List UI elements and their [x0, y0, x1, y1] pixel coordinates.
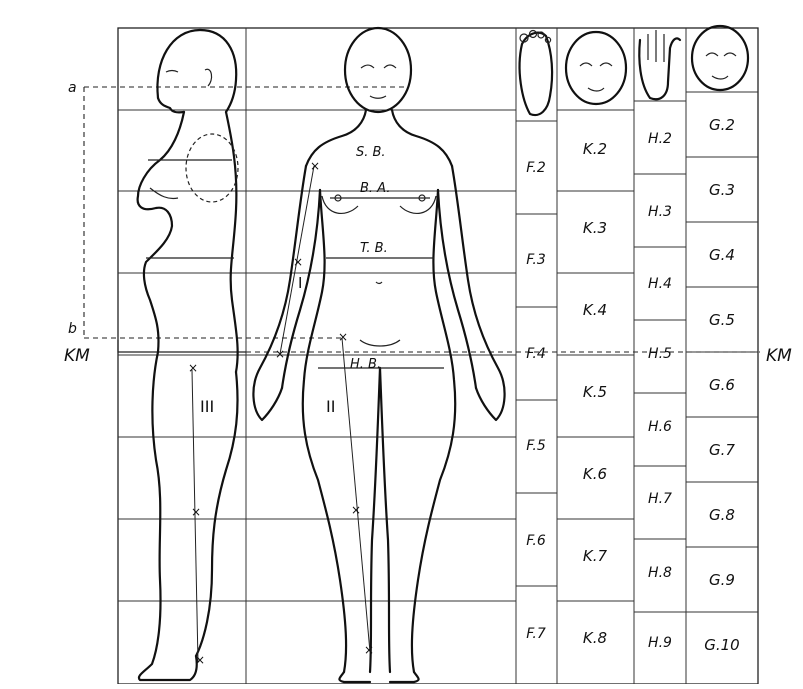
column-h-label: H.3 — [648, 204, 672, 220]
column-k-label: K.4 — [583, 301, 607, 319]
column-f-label: F.7 — [526, 626, 546, 642]
marker-b: b — [68, 321, 77, 337]
km-line: KM KM — [64, 340, 792, 366]
axis-mark: × — [293, 255, 303, 269]
column-g-labels: G.2G.3G.4G.5G.6G.7G.8G.9G.10 — [704, 116, 739, 654]
column-g-label: G.2 — [709, 116, 735, 134]
marker-a: a — [68, 80, 77, 96]
column-g-label: G.6 — [709, 376, 735, 394]
column-k-label: K.3 — [583, 219, 607, 237]
column-f-label: F.6 — [526, 533, 546, 549]
column-f-labels: F.2F.3F.4F.5F.6F.7 — [526, 160, 546, 642]
axis-mark: × — [310, 159, 320, 173]
column-f-label: F.4 — [526, 346, 546, 362]
hand-icon — [639, 30, 680, 99]
foot-icon — [520, 31, 553, 116]
label-roman-1: I — [298, 274, 302, 292]
axis-mark: × — [338, 330, 348, 344]
axis-mark: × — [351, 503, 361, 517]
column-h-label: H.9 — [648, 635, 672, 651]
column-h-label: H.7 — [648, 491, 672, 507]
km-label-right: KM — [766, 346, 792, 366]
column-k-label: K.7 — [583, 547, 608, 565]
column-h-label: H.4 — [648, 276, 672, 292]
column-g-label: G.10 — [704, 636, 739, 654]
axis-mark: × — [275, 347, 285, 361]
column-f-label: F.3 — [526, 252, 546, 268]
column-k-label: K.5 — [583, 383, 607, 401]
label-ba: B. A. — [360, 181, 390, 196]
axis-mark: × — [188, 361, 198, 375]
axis-mark: × — [195, 653, 205, 667]
column-h-label: H.5 — [648, 346, 672, 362]
column-k-label: K.6 — [583, 465, 607, 483]
column-k-label: K.2 — [583, 140, 607, 158]
column-g-label: G.3 — [709, 181, 735, 199]
label-hb: H. B. — [350, 357, 381, 372]
column-g-label: G.5 — [709, 311, 735, 329]
column-k-label: K.8 — [583, 629, 607, 647]
column-f-label: F.5 — [526, 438, 546, 454]
column-k-labels: K.2K.3K.4K.5K.6K.7K.8 — [583, 140, 608, 647]
head-icon-g — [692, 26, 748, 90]
km-label-left: KM — [64, 346, 90, 366]
column-g-label: G.9 — [709, 571, 735, 589]
column-h-labels: H.2H.3H.4H.5H.6H.7H.8H.9 — [648, 131, 672, 651]
label-tb: T. B. — [360, 241, 388, 256]
head-icon-k — [566, 32, 626, 104]
axis-mark: × — [191, 505, 201, 519]
column-h-label: H.6 — [648, 419, 672, 435]
label-sb: S. B. — [356, 145, 386, 160]
column-g-label: G.4 — [709, 246, 735, 264]
column-g-label: G.8 — [709, 506, 735, 524]
axis-mark: × — [364, 643, 374, 657]
column-g-label: G.7 — [709, 441, 735, 459]
label-roman-2: II — [326, 397, 335, 416]
column-h-label: H.8 — [648, 565, 672, 581]
column-f-label: F.2 — [526, 160, 546, 176]
column-h-label: H.2 — [648, 131, 672, 147]
label-roman-3: III — [200, 397, 214, 416]
